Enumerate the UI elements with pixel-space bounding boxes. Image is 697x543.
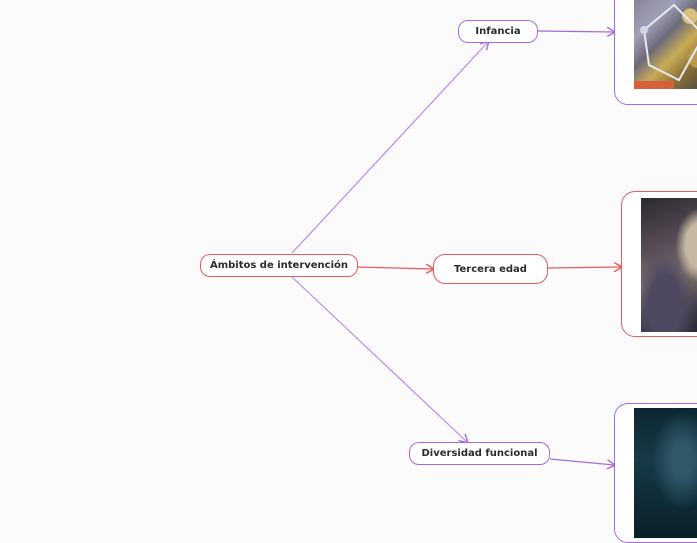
- connector-tercera-image: [547, 267, 621, 268]
- branch-node-label: Tercera edad: [454, 263, 527, 275]
- connector-root-diversidad: [291, 276, 467, 442]
- branch-node-infancia[interactable]: Infancia: [458, 20, 538, 43]
- image-node-infancia[interactable]: [614, 0, 697, 105]
- dark-scene-photo: [634, 408, 697, 538]
- branch-node-label: Infancia: [475, 26, 521, 37]
- branch-node-label: Diversidad funcional: [421, 448, 538, 459]
- connector-layer: [291, 0, 697, 520]
- elderly-person-photo: [641, 198, 697, 332]
- connector-root-tercera: [357, 267, 433, 269]
- root-node[interactable]: Ámbitos de intervención: [200, 254, 358, 277]
- branch-node-tercera-edad[interactable]: Tercera edad: [433, 254, 548, 284]
- branch-node-diversidad-funcional[interactable]: Diversidad funcional: [409, 442, 550, 465]
- connector-root-infancia: [291, 42, 488, 254]
- children-photo: [634, 0, 697, 89]
- connector-diversidad-image: [549, 458, 614, 465]
- root-node-label: Ámbitos de intervención: [209, 260, 349, 271]
- image-node-diversidad-funcional[interactable]: [614, 403, 697, 543]
- connector-infancia-image: [537, 31, 614, 32]
- image-node-tercera-edad[interactable]: [621, 191, 697, 337]
